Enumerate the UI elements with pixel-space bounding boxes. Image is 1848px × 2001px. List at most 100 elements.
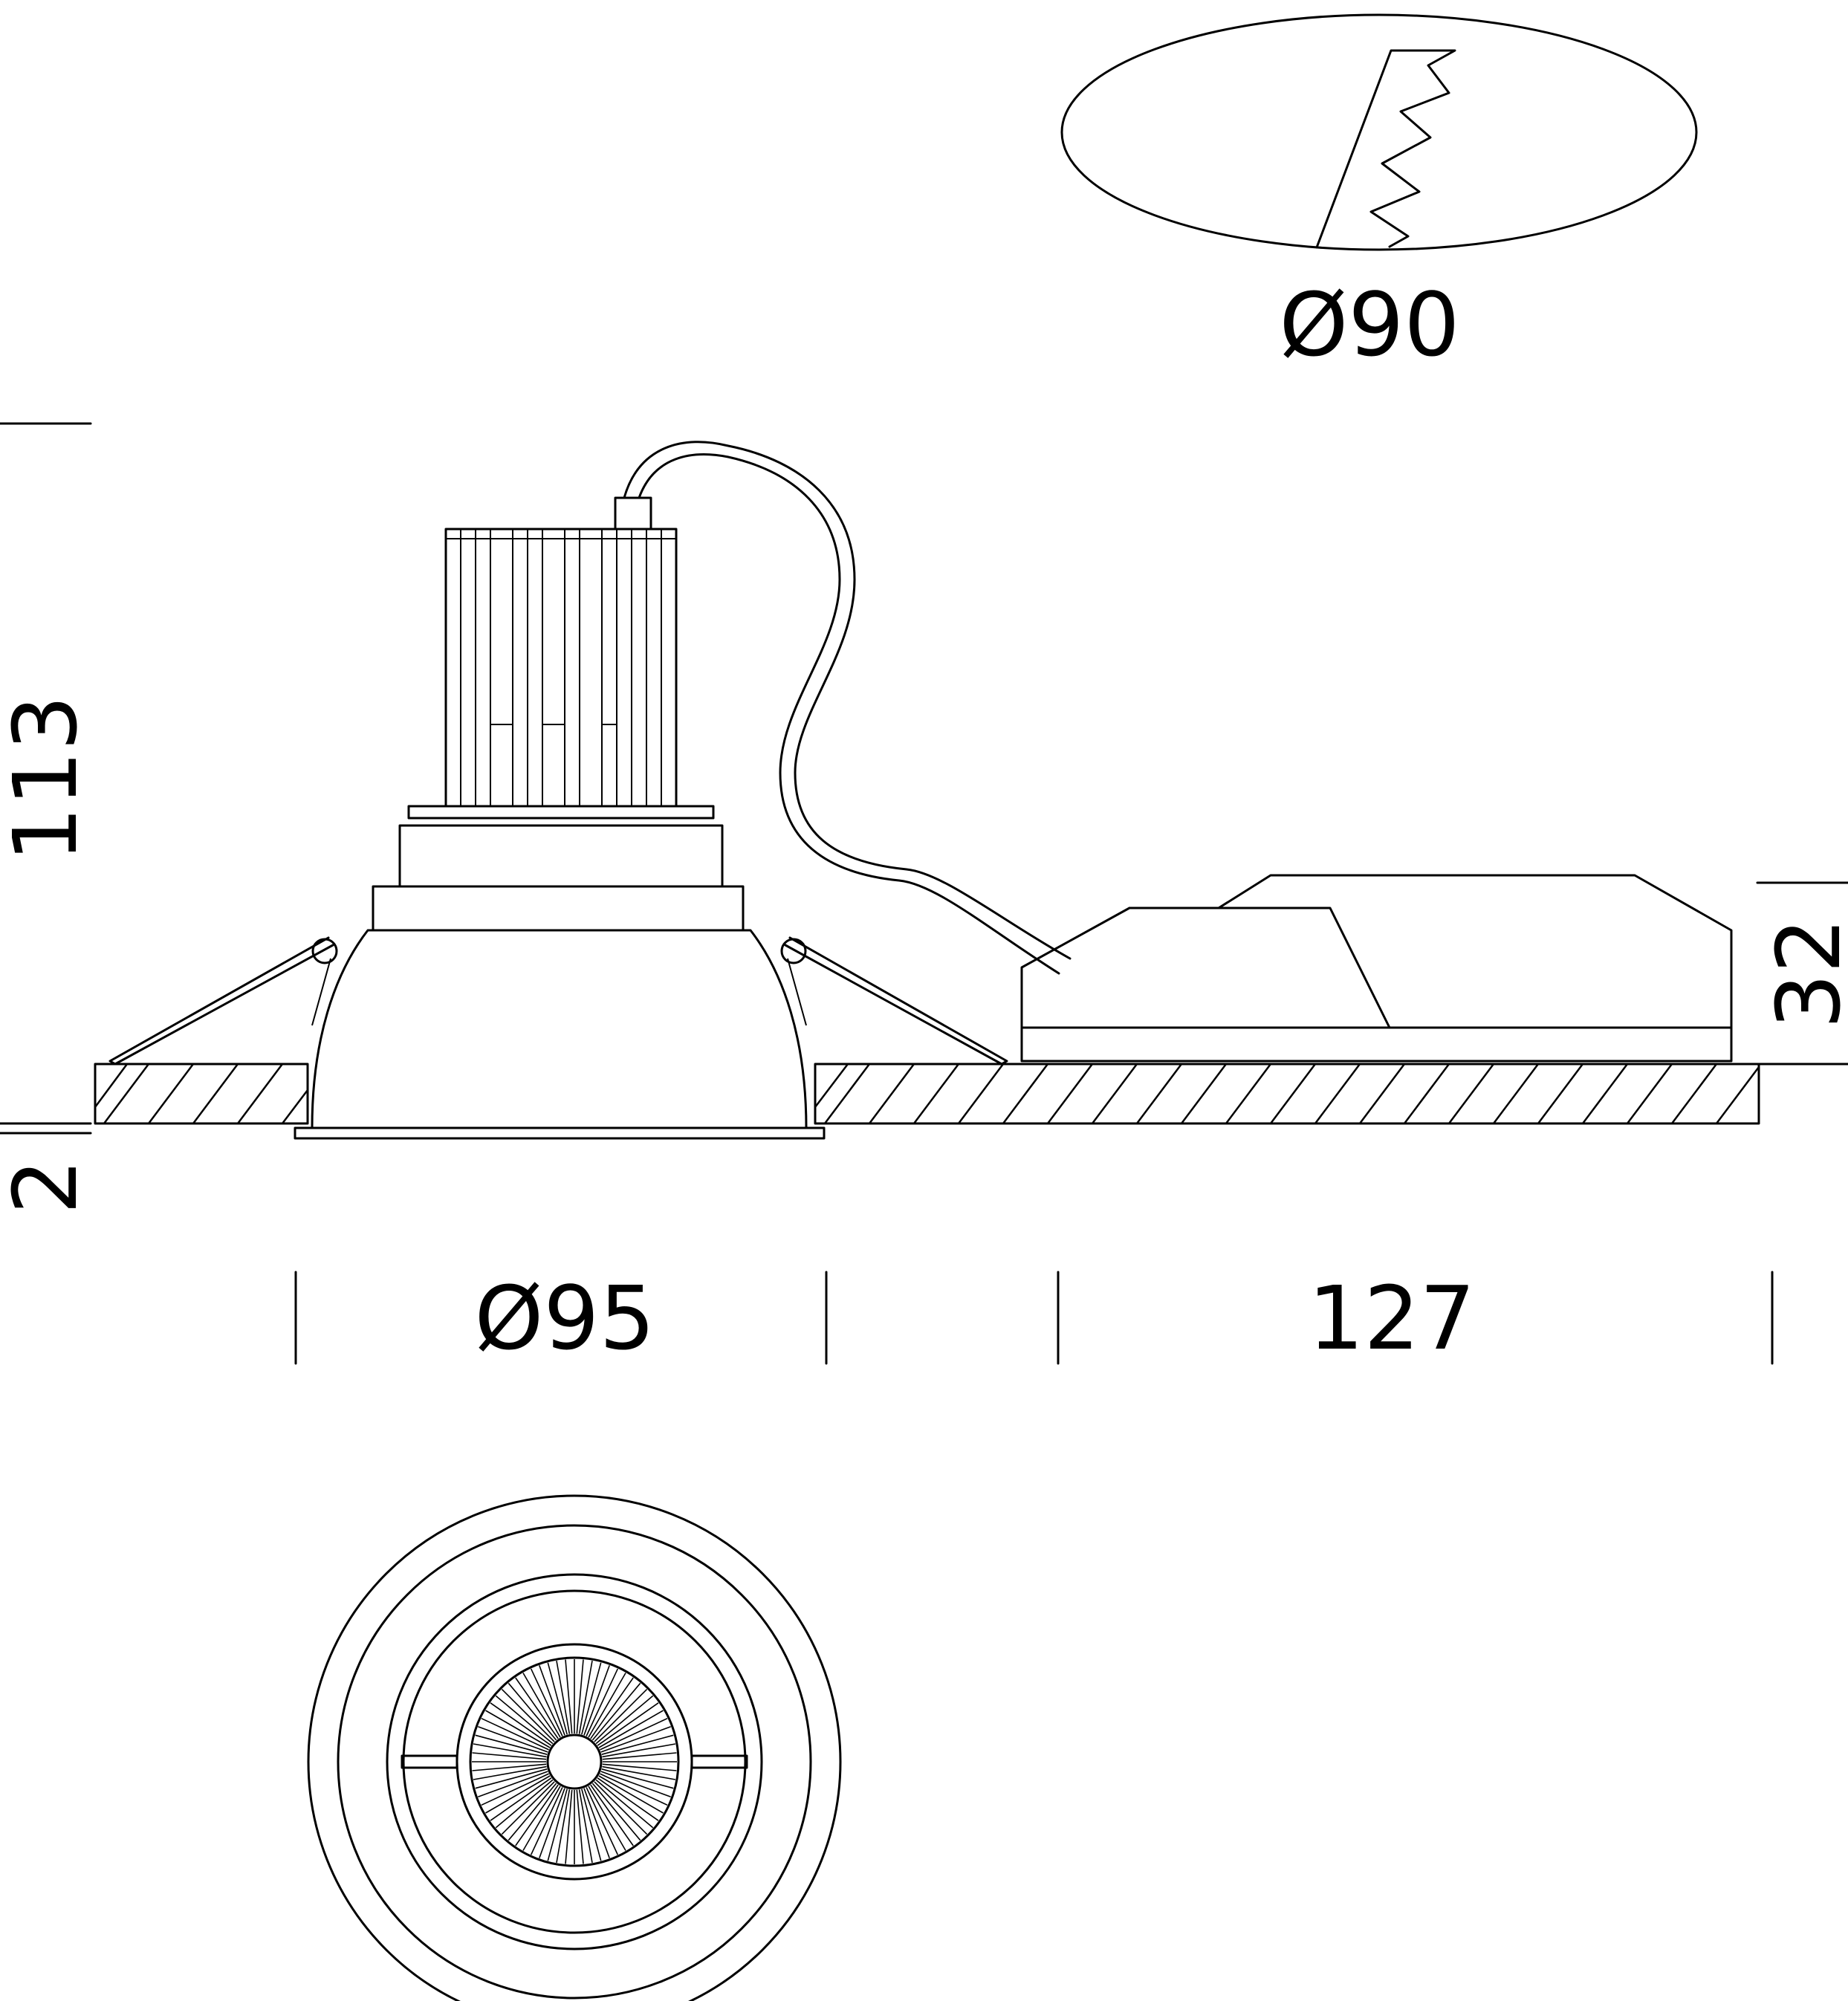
lens-ray [485, 1775, 551, 1814]
lens-ray [581, 1788, 602, 1861]
lens-ray [578, 1660, 593, 1734]
lens-ray [565, 1659, 573, 1734]
lens-ray [522, 1786, 561, 1851]
lens-rays [472, 1659, 677, 1864]
lens-ray [490, 1777, 552, 1821]
lens-ray [478, 1726, 548, 1753]
lens-ray [600, 1773, 668, 1806]
lens-ray [601, 1768, 674, 1789]
lens-ray [472, 1752, 547, 1760]
lens-ray [576, 1659, 584, 1734]
height-dimension-markers [0, 422, 92, 1135]
lens-ray [602, 1752, 677, 1760]
lens-ray [578, 1789, 593, 1864]
lens-ray [508, 1783, 557, 1841]
lens-ray [495, 1779, 554, 1829]
lens-ray [597, 1702, 659, 1746]
lens-ray [508, 1682, 557, 1741]
lens-ray [485, 1710, 551, 1748]
lens-ray [547, 1662, 568, 1735]
lens-ray [472, 1763, 547, 1771]
heatsink [444, 528, 678, 808]
lens-ring [469, 1656, 680, 1867]
reflector-inner-ring [402, 1589, 747, 1934]
lens-ray [473, 1743, 547, 1758]
spring-clip-left [108, 936, 334, 1066]
lens-ray [556, 1660, 571, 1734]
lens-ray [501, 1688, 555, 1742]
lens-ray [481, 1717, 549, 1751]
lens-ray [539, 1665, 565, 1736]
lens-ray [481, 1773, 549, 1806]
lens-ray [591, 1682, 641, 1741]
driver-length-label: 127 [1308, 1267, 1475, 1369]
lens-ray [556, 1789, 571, 1864]
lens-ray [586, 1787, 619, 1855]
driver-box [1020, 874, 1733, 1063]
lens-ray [598, 1710, 664, 1748]
cutout-view [1060, 13, 1698, 251]
lens-ray [583, 1788, 610, 1858]
lens-ray [583, 1665, 610, 1736]
lens-ray [515, 1784, 559, 1846]
lens-ray [576, 1789, 584, 1864]
side-bars [401, 1754, 748, 1769]
trim-thickness-label: 2 [0, 1158, 97, 1214]
lens-ray [602, 1763, 677, 1771]
lens-ray [475, 1734, 548, 1755]
lens-ray [475, 1768, 548, 1789]
housing-ring-lower [372, 885, 745, 932]
lens-ray [547, 1788, 568, 1861]
lens-ray [594, 1781, 648, 1835]
ceiling-hatching [94, 1063, 1760, 1124]
trim-inner-ring [337, 1524, 812, 2000]
lens-ray [522, 1673, 561, 1738]
lens-ray [565, 1789, 573, 1864]
width-dimension-markers [294, 1271, 1774, 1365]
lens-ray [539, 1788, 565, 1858]
lens-ray [600, 1726, 671, 1753]
led-center [546, 1734, 603, 1790]
lens-ray [600, 1771, 671, 1797]
driver-height-label: 32 [1757, 918, 1848, 1029]
lens-ray [602, 1765, 676, 1780]
lens-ray [598, 1775, 664, 1814]
lens-ray [478, 1771, 548, 1797]
lens-ray [591, 1783, 641, 1841]
lens-ray [600, 1717, 668, 1751]
lens-ray [501, 1781, 555, 1835]
housing-ring-upper [398, 824, 724, 888]
lens-ray [594, 1688, 648, 1742]
trim-diameter-label: Ø95 [474, 1267, 655, 1369]
lens-ray [473, 1765, 547, 1780]
lens-ray [601, 1734, 674, 1755]
lens-ray [588, 1673, 626, 1738]
lens-ray [597, 1777, 659, 1821]
lens-ray [495, 1695, 554, 1745]
trim-flange [294, 1126, 826, 1140]
overall-height-label: 113 [0, 695, 97, 862]
spring-clip-right [784, 936, 1008, 1066]
lens-ray [581, 1662, 602, 1735]
lens-ray [515, 1677, 559, 1739]
lens-ray [590, 1677, 634, 1739]
cutout-saw-cut [1315, 49, 1456, 249]
reflector-outer-ring [386, 1573, 763, 1950]
ceiling-slab-right [814, 1063, 1760, 1125]
outer-trim-ring [307, 1494, 842, 2001]
lens-ray [490, 1702, 552, 1746]
cutout-diameter-label: Ø90 [1279, 273, 1459, 376]
lens-ray [602, 1743, 676, 1758]
cable-connector [614, 496, 652, 531]
lens-ray [586, 1668, 619, 1736]
power-cable [623, 441, 1071, 960]
heatsink-base-plate [407, 805, 715, 820]
lens-ray [530, 1787, 563, 1855]
front-view [307, 1494, 842, 2001]
reflector-body [311, 929, 808, 1129]
cutout-ellipse [1060, 13, 1698, 251]
lens-ray [530, 1668, 563, 1736]
driver-height-markers [1756, 881, 1848, 1066]
lens-ray [595, 1695, 654, 1745]
